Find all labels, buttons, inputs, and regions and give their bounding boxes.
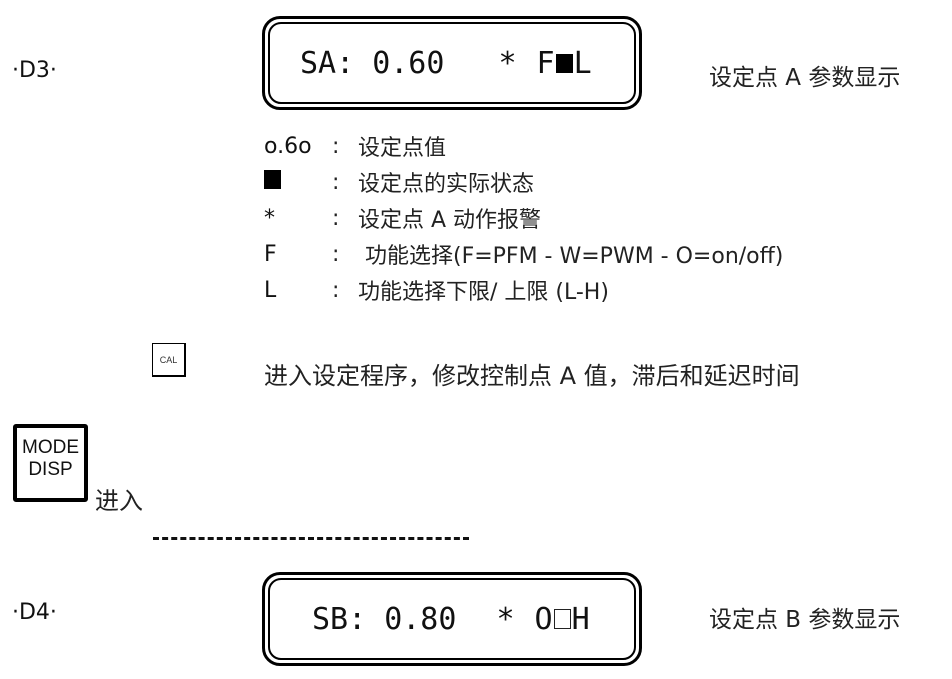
caption-sb-display: 设定点 B 参数显示 bbox=[709, 607, 901, 633]
legend-row-limit: L : 功能选择下限/ 上限 (L-H) bbox=[264, 272, 783, 308]
legend-text: 设定点 A 动作报警 bbox=[358, 208, 542, 233]
legend-key: L bbox=[264, 277, 277, 303]
legend-list: o.6o : 设定点值 : 设定点的实际状态 * : 设定点 A 动作报警 F … bbox=[264, 128, 783, 308]
cal-key-description: 进入设定程序，修改控制点 A 值，滞后和延迟时间 bbox=[264, 362, 800, 390]
legend-colon: : bbox=[332, 277, 340, 303]
lcd-screen: SA: 0.60 * F L bbox=[268, 22, 636, 104]
filled-square-icon bbox=[264, 169, 281, 189]
lcd-limit: H bbox=[571, 601, 590, 637]
legend-colon: : bbox=[332, 133, 340, 159]
legend-text: 设定点值 bbox=[358, 136, 447, 161]
step-label-d3: ·D3· bbox=[12, 58, 57, 83]
lcd-alarm: * bbox=[496, 601, 515, 637]
legend-row-alarm: * : 设定点 A 动作报警 bbox=[264, 200, 783, 236]
legend-text: 功能选择(F=PFM - W=PWM - O=on/off) bbox=[358, 244, 784, 269]
lcd-function: O bbox=[534, 601, 553, 637]
legend-key bbox=[264, 169, 332, 195]
mode-disp-key-button[interactable]: MODE DISP bbox=[13, 424, 88, 502]
dashed-separator bbox=[153, 537, 469, 540]
legend-key: o.6o bbox=[264, 133, 312, 159]
mode-key-suffix: 进入 bbox=[95, 487, 143, 515]
lcd-display-sa: SA: 0.60 * F L bbox=[262, 16, 642, 110]
legend-key: * bbox=[264, 205, 275, 231]
caption-sa-display: 设定点 A 参数显示 bbox=[709, 65, 901, 91]
mode-key-line2: DISP bbox=[28, 459, 73, 480]
lcd-screen: SB: 0.80 * O H bbox=[268, 578, 636, 660]
lcd-value: 0.60 bbox=[372, 45, 445, 81]
lcd-display-sb: SB: 0.80 * O H bbox=[262, 572, 642, 666]
cal-key-label: CAL bbox=[159, 354, 178, 365]
filled-square-icon bbox=[555, 53, 573, 73]
lcd-prefix: SB: bbox=[312, 601, 367, 637]
step-label-d4: ·D4· bbox=[12, 600, 57, 625]
legend-colon: : bbox=[332, 241, 340, 267]
lcd-prefix: SA: bbox=[300, 45, 355, 81]
cal-key-button[interactable]: CAL bbox=[152, 343, 186, 377]
legend-row-function: F : 功能选择(F=PFM - W=PWM - O=on/off) bbox=[264, 236, 783, 272]
lcd-limit: L bbox=[573, 45, 592, 81]
legend-text: 功能选择下限/ 上限 (L-H) bbox=[358, 280, 609, 305]
legend-text: 设定点的实际状态 bbox=[358, 172, 535, 197]
legend-colon: : bbox=[332, 205, 340, 231]
lcd-alarm: * bbox=[498, 45, 517, 81]
mode-key-line1: MODE bbox=[22, 437, 79, 458]
legend-colon: : bbox=[332, 169, 340, 195]
legend-row-value: o.6o : 设定点值 bbox=[264, 128, 783, 164]
lcd-value: 0.80 bbox=[384, 601, 457, 637]
legend-row-state: : 设定点的实际状态 bbox=[264, 164, 783, 200]
lcd-function: F bbox=[536, 45, 555, 81]
empty-square-icon bbox=[553, 609, 571, 629]
legend-key: F bbox=[264, 241, 277, 267]
